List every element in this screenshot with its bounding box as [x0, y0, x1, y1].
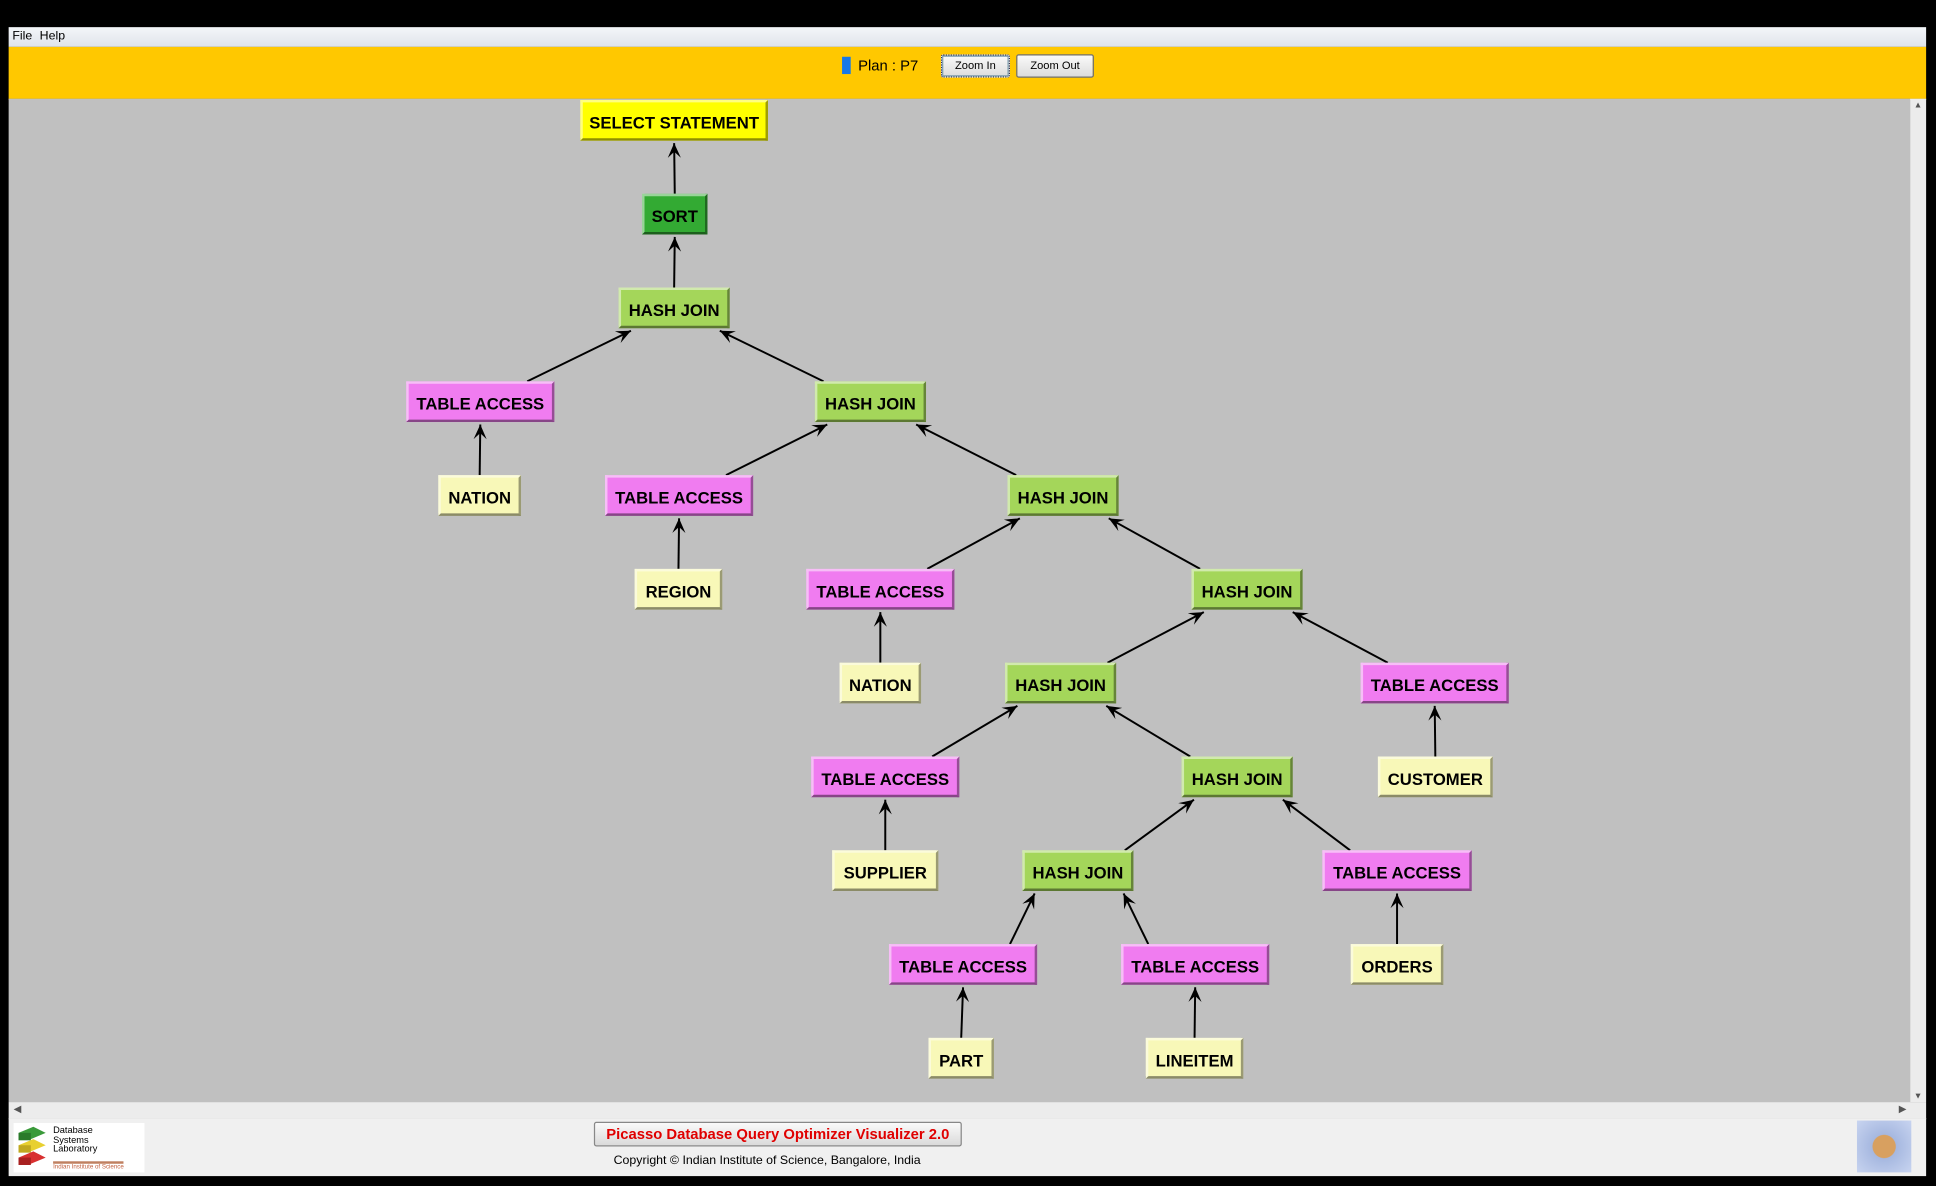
menu-file[interactable]: File: [12, 29, 33, 44]
scroll-left-icon[interactable]: ◀: [13, 1103, 22, 1115]
edge-arrow: [1124, 798, 1195, 852]
scroll-up-icon[interactable]: ▲: [1913, 101, 1923, 110]
edge-arrow: [955, 987, 970, 1038]
plan-node-sort[interactable]: SORT: [642, 193, 708, 235]
edge-arrow: [1188, 987, 1202, 1038]
plan-node-hash-join[interactable]: HASH JOIN: [814, 381, 927, 423]
plan-node-hash-join[interactable]: HASH JOIN: [1022, 850, 1134, 892]
copyright-text: Copyright © Indian Institute of Science,…: [613, 1153, 921, 1168]
toolbar: Plan : P7 Zoom In Zoom Out: [8, 46, 1927, 100]
plan-node-table-access[interactable]: TABLE ACCESS: [604, 475, 754, 516]
plan-node-customer[interactable]: CUSTOMER: [1377, 756, 1493, 798]
edge-arrow: [1292, 611, 1389, 664]
plan-node-nation[interactable]: NATION: [839, 662, 922, 704]
vertical-scrollbar[interactable]: ▲▼: [1910, 98, 1927, 1103]
plan-node-table-access[interactable]: TABLE ACCESS: [1360, 662, 1509, 704]
plan-color-indicator: [842, 56, 851, 75]
scroll-down-icon[interactable]: ▼: [1913, 1092, 1923, 1101]
edge-arrow: [1122, 893, 1150, 945]
edge-arrow: [878, 799, 892, 851]
plan-node-table-access[interactable]: TABLE ACCESS: [1121, 944, 1270, 985]
edge-arrow: [1009, 893, 1036, 945]
edge-arrow: [931, 705, 1018, 758]
zoom-in-button[interactable]: Zoom In: [940, 54, 1010, 78]
edge-arrow: [873, 612, 887, 663]
edge-arrow: [667, 143, 681, 194]
dsl-logo-text: Database Systems Laboratory: [53, 1124, 98, 1154]
plan-node-supplier[interactable]: SUPPLIER: [832, 850, 939, 892]
plan-node-select-statement[interactable]: SELECT STATEMENT: [580, 99, 768, 141]
menu-help[interactable]: Help: [39, 29, 66, 44]
edge-arrow: [1108, 517, 1201, 570]
plan-node-region[interactable]: REGION: [634, 568, 723, 610]
edge-arrow: [719, 329, 824, 383]
plan-node-nation[interactable]: NATION: [438, 475, 522, 516]
edge-arrow: [1282, 798, 1351, 852]
edge-arrow: [915, 423, 1017, 477]
plan-node-table-access[interactable]: TABLE ACCESS: [406, 381, 555, 423]
edge-arrow: [926, 517, 1021, 570]
plan-edges: [473, 143, 1442, 1038]
plan-node-table-access[interactable]: TABLE ACCESS: [1322, 850, 1472, 892]
plan-node-lineitem[interactable]: LINEITEM: [1145, 1037, 1244, 1079]
plan-node-hash-join[interactable]: HASH JOIN: [1181, 756, 1293, 798]
plan-node-table-access[interactable]: TABLE ACCESS: [806, 568, 955, 610]
edge-arrow: [1390, 893, 1404, 945]
plan-node-orders[interactable]: ORDERS: [1350, 944, 1444, 985]
dsl-logo: Database Systems Laboratory Indian Insti…: [13, 1123, 145, 1173]
edge-arrow: [1105, 705, 1191, 758]
plan-node-hash-join[interactable]: HASH JOIN: [1007, 475, 1119, 516]
plan-node-table-access[interactable]: TABLE ACCESS: [811, 756, 960, 798]
app-title-button[interactable]: Picasso Database Query Optimizer Visuali…: [593, 1121, 962, 1147]
plan-node-hash-join[interactable]: HASH JOIN: [1191, 568, 1303, 610]
plan-node-part[interactable]: PART: [928, 1037, 994, 1079]
menu-bar: File Help: [8, 27, 1927, 47]
scroll-right-icon[interactable]: ▶: [1898, 1103, 1907, 1115]
iisc-emblem-icon: [1856, 1120, 1912, 1173]
plan-tree-canvas: SELECT STATEMENT SORT HASH JOIN TABLE ACCES…: [8, 98, 1911, 1103]
edge-arrow: [668, 236, 682, 288]
plan-label: Plan : P7: [858, 56, 919, 75]
edge-arrow: [1428, 705, 1442, 757]
footer: Database Systems Laboratory Indian Insti…: [8, 1118, 1927, 1177]
zoom-out-button[interactable]: Zoom Out: [1016, 54, 1094, 78]
plan-node-hash-join[interactable]: HASH JOIN: [618, 287, 730, 329]
plan-node-table-access[interactable]: TABLE ACCESS: [888, 944, 1038, 985]
edge-arrow: [473, 424, 487, 476]
dsl-logo-blocks-icon: [18, 1126, 46, 1165]
horizontal-scrollbar[interactable]: ◀▶: [8, 1102, 1927, 1120]
dsl-logo-subtext: Indian Institute of Science: [53, 1161, 124, 1171]
edge-arrow: [672, 518, 686, 569]
edge-arrow: [725, 423, 828, 477]
edge-arrow: [526, 329, 632, 383]
edge-arrow: [1107, 611, 1205, 664]
plan-node-hash-join[interactable]: HASH JOIN: [1005, 662, 1117, 704]
